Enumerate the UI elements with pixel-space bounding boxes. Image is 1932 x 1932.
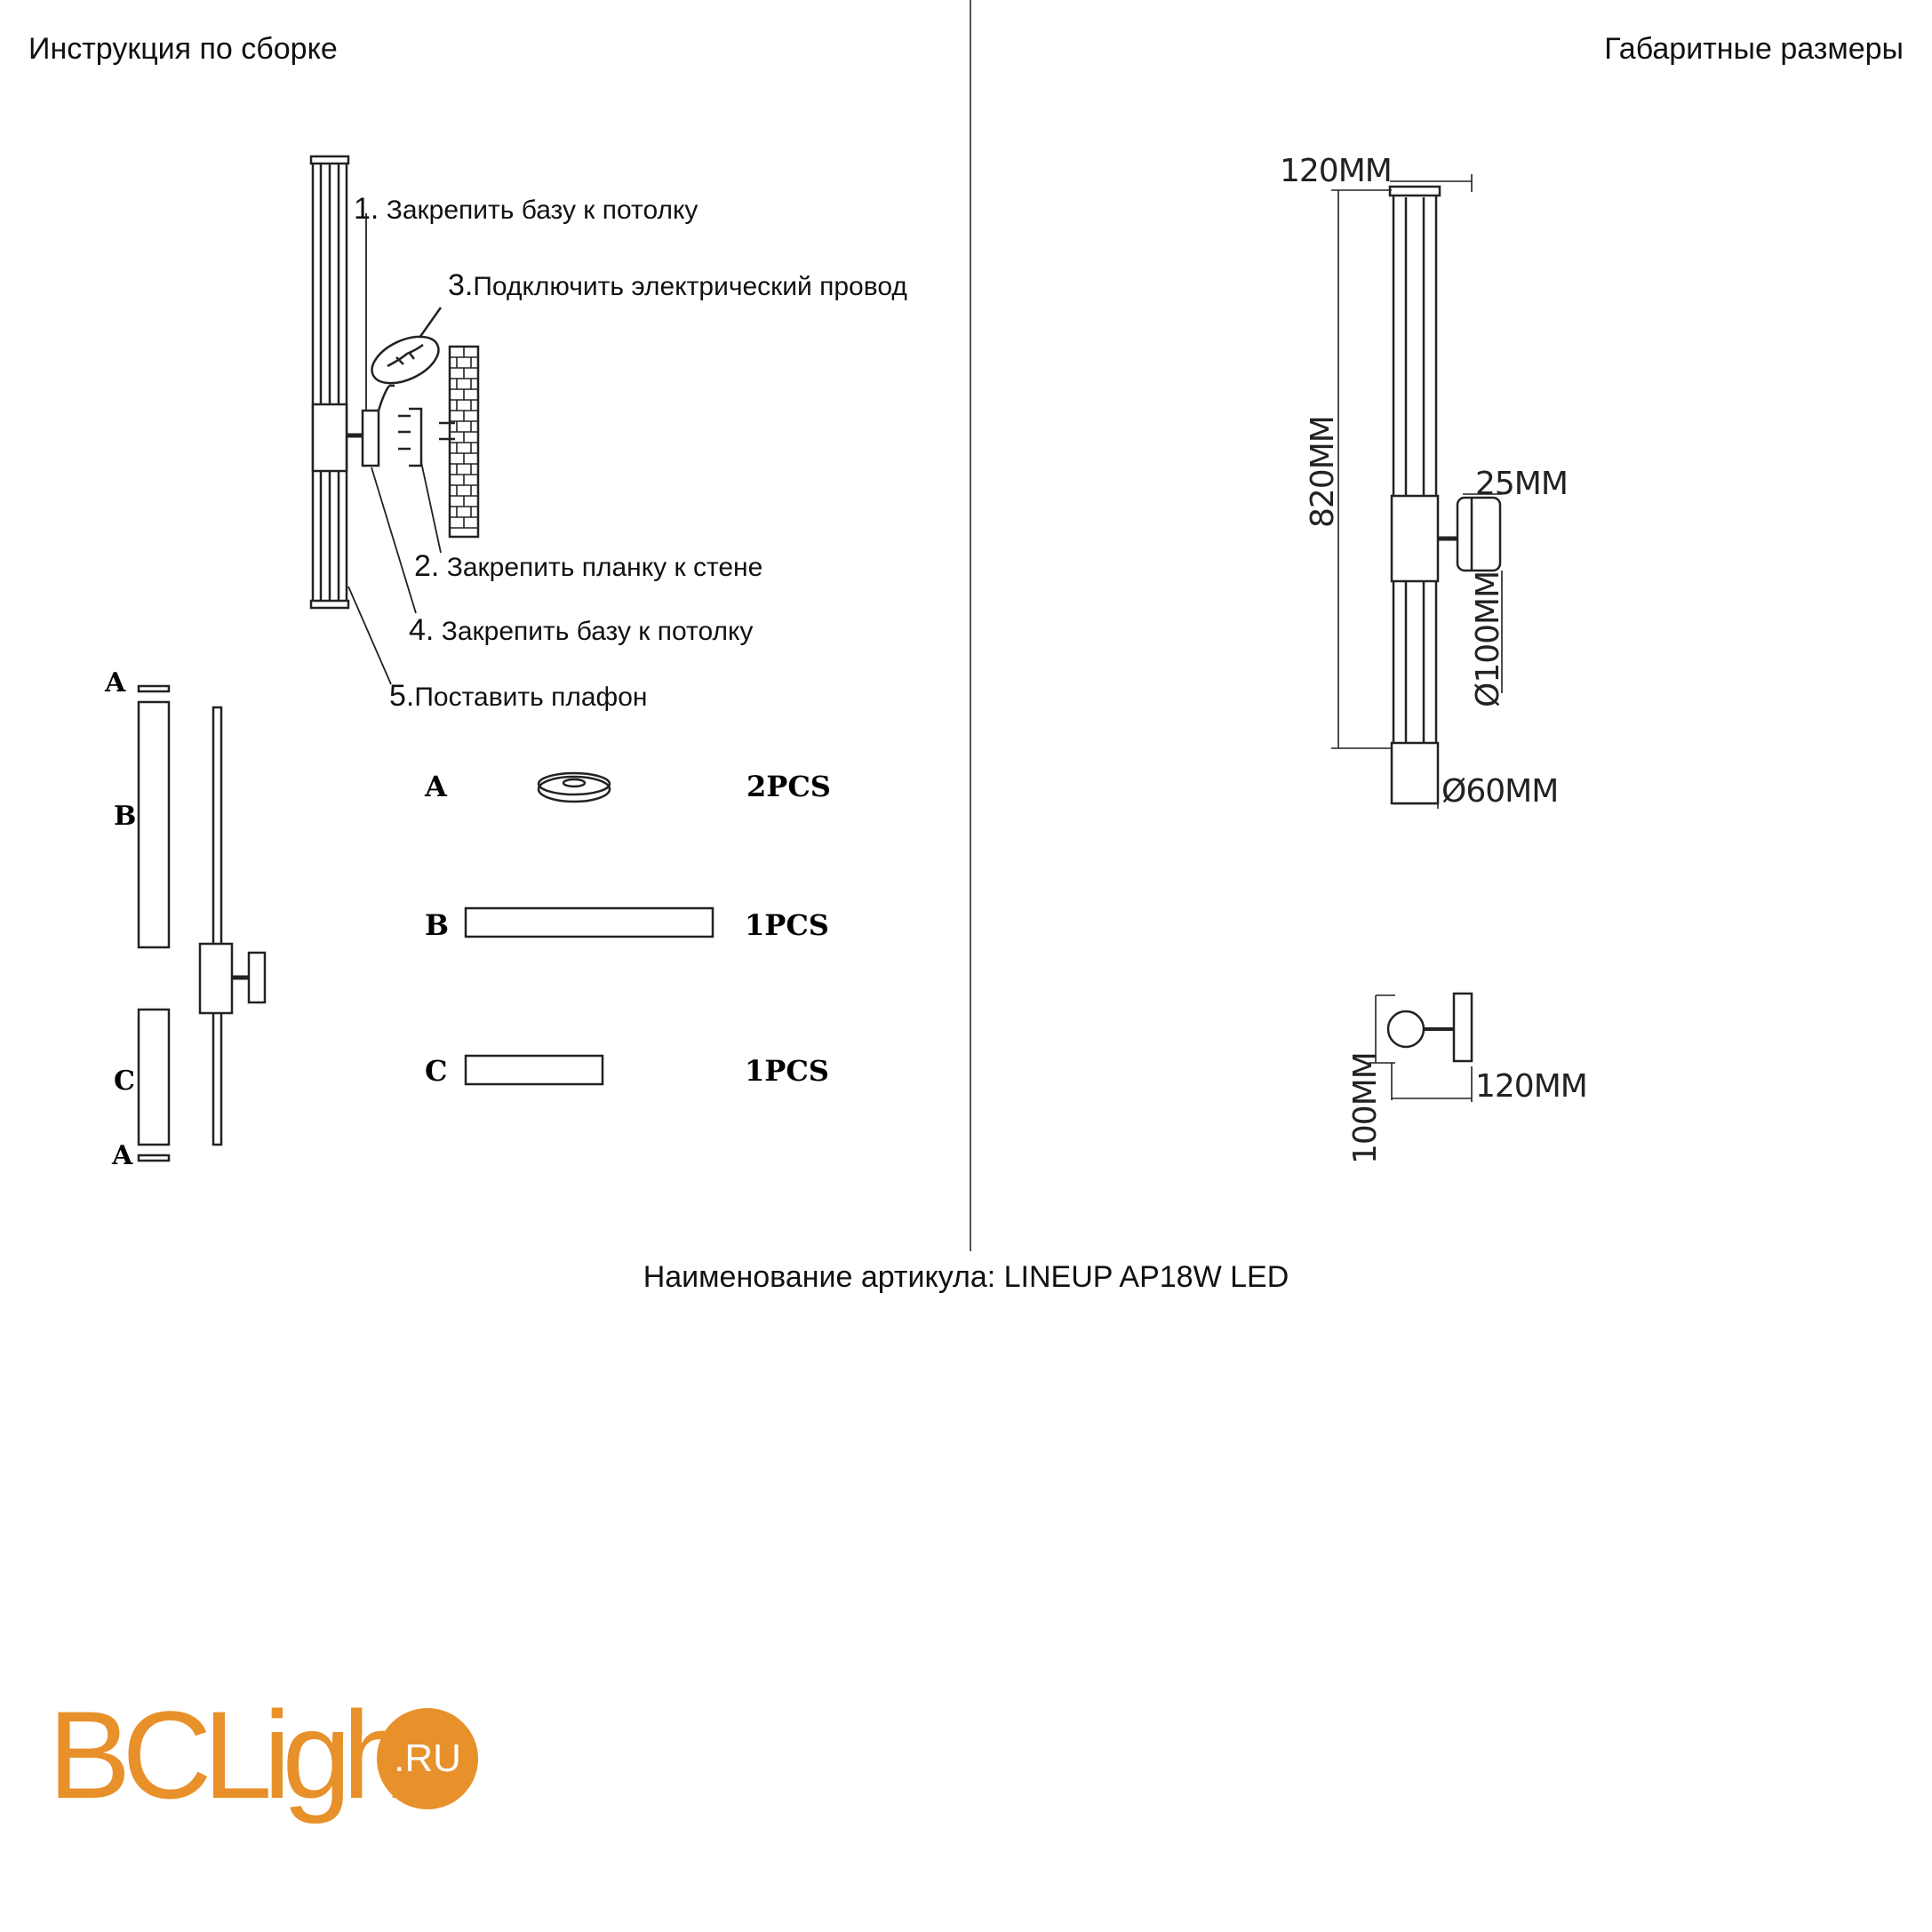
step-5-text: Поставить плафон <box>414 683 648 712</box>
article-name: Наименование артикула: LINEUP AP18W LED <box>643 1260 1289 1294</box>
logo-wordmark: BCLight <box>48 1685 437 1824</box>
wall-mount <box>247 951 267 1004</box>
exploded-label-a-bottom: A <box>111 1140 133 1171</box>
part-c-letter: C <box>425 1054 447 1088</box>
part-a-letter: A <box>424 770 448 803</box>
step-4-number: 4. <box>409 613 435 647</box>
dimension-front-view <box>1388 185 1502 805</box>
exploded-label-b: B <box>114 801 136 832</box>
exploded-label-a-top: A <box>104 667 126 699</box>
step-4-text: Закрепить базу к потолку <box>441 617 754 646</box>
step-3-number: 3. <box>448 268 474 302</box>
part-b-qty: 1PCS <box>745 908 829 942</box>
step-4-label: 4. Закрепить базу к потолку <box>409 613 753 648</box>
dim-height: 820MM <box>1305 416 1341 528</box>
rod <box>212 706 223 1146</box>
logo-badge-text: .RU <box>394 1736 461 1780</box>
step-2-text: Закрепить планку к стене <box>446 553 763 582</box>
dimension-lines <box>1331 174 1503 809</box>
step-1-label: 1. Закрепить базу к потолку <box>354 192 698 227</box>
part-b-tube <box>137 700 171 949</box>
logo-badge: .RU <box>377 1708 478 1809</box>
long-tube-icon <box>464 906 715 938</box>
part-c-qty: 1PCS <box>745 1054 829 1088</box>
dim-tube-diameter: Ø60MM <box>1441 773 1558 810</box>
dimension-side-view <box>1369 992 1473 1102</box>
part-a-top <box>137 684 171 693</box>
short-tube-icon <box>464 1054 604 1086</box>
part-a-bottom <box>137 1154 171 1162</box>
part-a-qty: 2PCS <box>746 770 831 803</box>
bclight-logo: BCLight .RU <box>48 1689 510 1822</box>
step-3-label: 3.Подключить электрический провод <box>448 268 907 303</box>
dimensions-heading: Габаритные размеры <box>1604 32 1904 66</box>
dim-side-height: 100MM <box>1347 1052 1384 1164</box>
base-body <box>198 942 234 1015</box>
step-3-text: Подключить электрический провод <box>473 272 907 301</box>
step-2-number: 2. <box>414 549 440 583</box>
exploded-label-c: C <box>114 1066 135 1097</box>
step-5-label: 5.Поставить плафон <box>389 679 647 714</box>
column-divider <box>970 0 971 1251</box>
assembly-instructions-heading: Инструкция по сборке <box>28 32 338 66</box>
assembly-lamp-illustration <box>309 155 480 685</box>
ring-cap-icon <box>537 771 611 803</box>
part-b-letter: B <box>425 908 449 942</box>
part-c-tube <box>137 1008 171 1146</box>
dim-top-width: 120MM <box>1280 153 1392 189</box>
exploded-view <box>137 684 267 1162</box>
dim-side-depth: 120MM <box>1475 1068 1587 1105</box>
dim-base-depth: 25MM <box>1475 466 1568 502</box>
step-1-text: Закрепить базу к потолку <box>386 196 699 225</box>
step-2-label: 2. Закрепить планку к стене <box>414 549 762 584</box>
step-5-number: 5. <box>389 679 415 713</box>
dim-base-diameter: Ø100MM <box>1470 571 1506 707</box>
